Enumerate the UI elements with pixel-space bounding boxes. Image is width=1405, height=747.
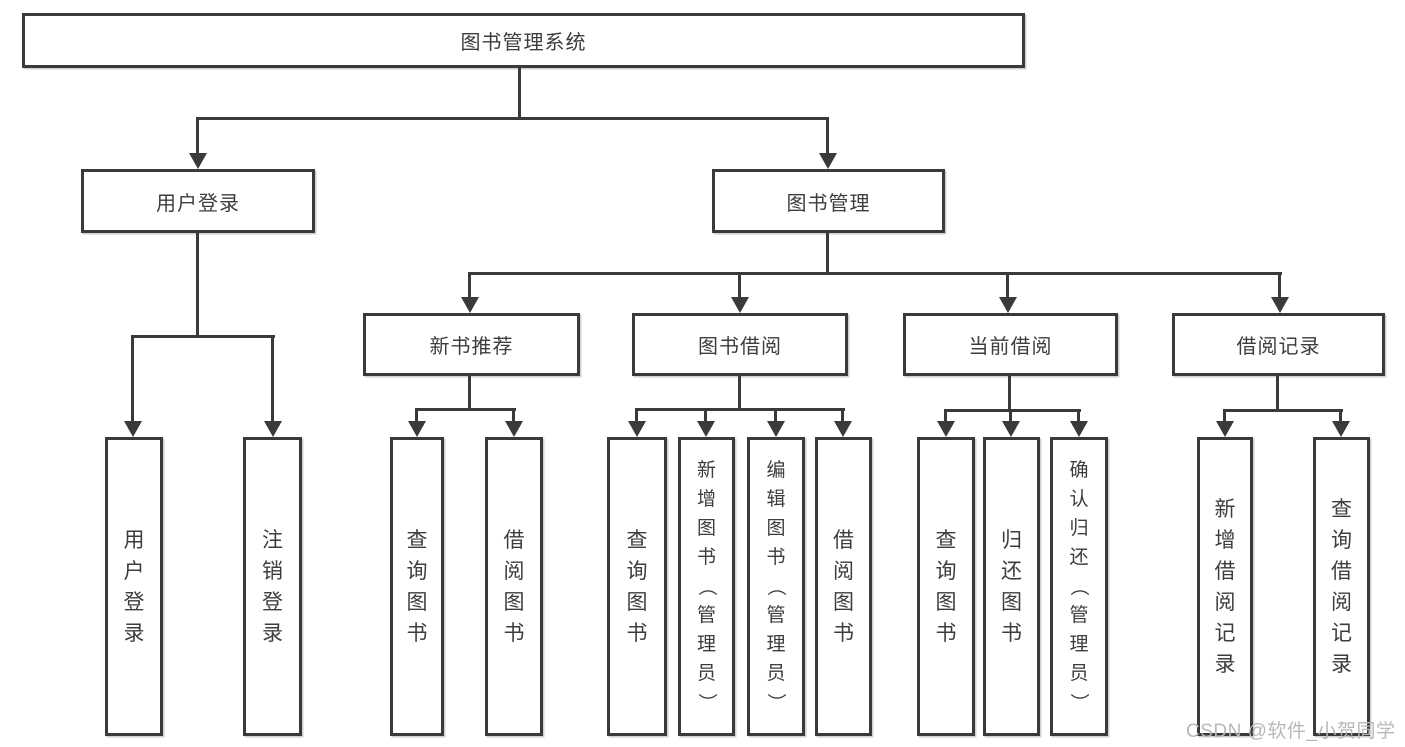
watermark-text: CSDN @软件_小贺同学 [1186, 721, 1396, 742]
connector-line [1339, 409, 1342, 421]
arrow-down-icon [505, 421, 523, 437]
arrow-down-icon [999, 297, 1017, 313]
node-root: 图书管理系统 [22, 13, 1025, 68]
connector-line [738, 376, 741, 408]
connector-line [415, 408, 418, 421]
connector-line [1223, 409, 1226, 421]
connector-line [944, 409, 1081, 412]
connector-line [415, 408, 516, 411]
arrow-down-icon [1271, 297, 1289, 313]
connector-line [826, 233, 829, 272]
leaf-query-books-borrowing: 查询图书 [607, 437, 667, 736]
arrow-down-icon [1216, 421, 1234, 437]
node-root-label: 图书管理系统 [460, 32, 587, 54]
node-book-borrowing: 图书借阅 [632, 313, 848, 376]
arrow-down-icon [731, 297, 749, 313]
node-book-management-label: 图书管理 [786, 192, 871, 215]
connector-line [131, 335, 275, 338]
leaf-borrow-books-recommend: 借阅图书 [485, 437, 543, 736]
leaf-user-login: 用户登录 [105, 437, 163, 736]
connector-line [196, 117, 199, 153]
connector-line [704, 408, 707, 421]
arrow-down-icon [1002, 421, 1020, 437]
leaf-query-books-recommend: 查询图书 [390, 437, 444, 736]
arrow-down-icon [767, 421, 785, 437]
arrow-down-icon [819, 153, 837, 169]
arrow-down-icon [1332, 421, 1350, 437]
connector-line [512, 408, 515, 421]
arrow-down-icon [189, 153, 207, 169]
node-book-borrowing-label: 图书借阅 [698, 336, 782, 358]
connector-line [1223, 409, 1343, 412]
connector-line [1278, 272, 1281, 297]
connector-line [1276, 376, 1279, 409]
connector-line [944, 409, 947, 421]
connector-line [196, 233, 199, 335]
connector-line [826, 117, 829, 153]
connector-line [635, 408, 638, 421]
arrow-down-icon [408, 421, 426, 437]
connector-line [468, 272, 471, 297]
arrow-down-icon [124, 421, 142, 437]
node-user-login-label: 用户登录 [156, 192, 240, 215]
leaf-add-borrow-record: 新增借阅记录 [1197, 437, 1253, 736]
connector-line [271, 335, 274, 421]
connector-line [738, 272, 741, 297]
node-book-management: 图书管理 [712, 169, 945, 233]
leaf-logout: 注销登录 [243, 437, 302, 736]
arrow-down-icon [264, 421, 282, 437]
arrow-down-icon [461, 297, 479, 313]
node-borrow-records: 借阅记录 [1172, 313, 1385, 376]
node-current-borrowing: 当前借阅 [903, 313, 1118, 376]
leaf-add-book-admin: 新增图书（管理员） [678, 437, 735, 736]
connector-line [518, 68, 521, 117]
connector-line [131, 335, 134, 421]
arrow-down-icon [1070, 421, 1088, 437]
leaf-query-borrow-record: 查询借阅记录 [1313, 437, 1370, 736]
connector-line [635, 408, 845, 411]
node-borrow-records-label: 借阅记录 [1236, 336, 1321, 358]
leaf-confirm-return-admin: 确认归还（管理员） [1050, 437, 1108, 736]
arrow-down-icon [628, 421, 646, 437]
arrow-down-icon [834, 421, 852, 437]
leaf-query-books-current: 查询图书 [917, 437, 975, 736]
arrow-down-icon [697, 421, 715, 437]
leaf-borrow-books: 借阅图书 [815, 437, 872, 736]
node-new-book-recommend-label: 新书推荐 [429, 336, 514, 358]
connector-line [1008, 376, 1011, 409]
leaf-edit-book-admin: 编辑图书（管理员） [747, 437, 805, 736]
connector-line [841, 408, 844, 421]
connector-line [1009, 409, 1012, 421]
node-user-login: 用户登录 [81, 169, 315, 233]
connector-line [774, 408, 777, 421]
connector-line [468, 376, 471, 408]
connector-line [1077, 409, 1080, 421]
arrow-down-icon [937, 421, 955, 437]
node-current-borrowing-label: 当前借阅 [968, 336, 1053, 358]
connector-line [468, 272, 1282, 275]
connector-line [197, 117, 829, 120]
connector-line [1006, 272, 1009, 297]
leaf-return-book: 归还图书 [983, 437, 1040, 736]
node-new-book-recommend: 新书推荐 [363, 313, 580, 376]
